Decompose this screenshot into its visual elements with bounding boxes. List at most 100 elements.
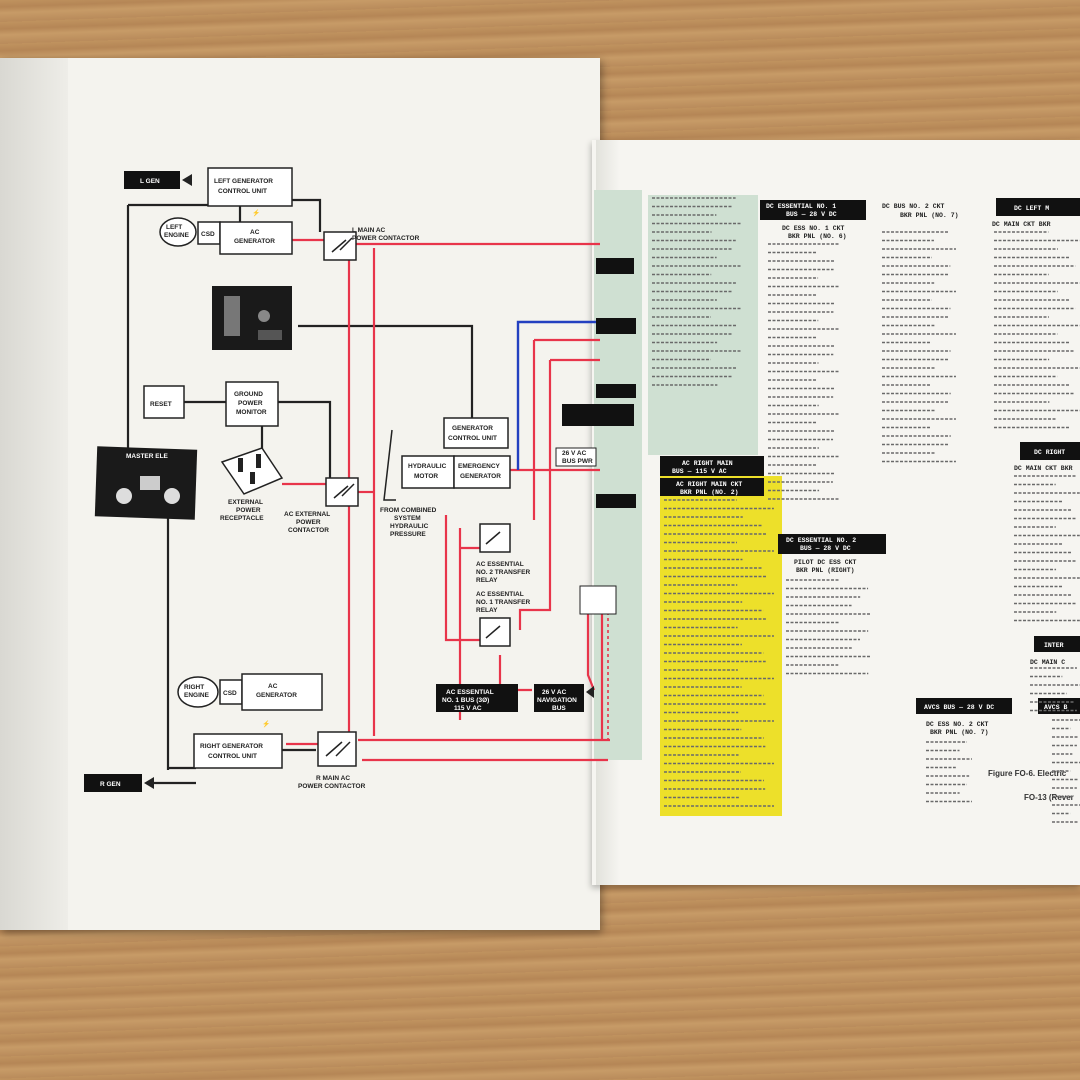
svg-text:26 V AC: 26 V AC [542, 689, 567, 696]
dc-essential-no1-header: DC ESSENTIAL NO. 1 BUS — 28 V DC DC ESS … [760, 200, 866, 240]
svg-text:AC: AC [268, 683, 278, 690]
svg-text:DC ESS NO. 2 CKT: DC ESS NO. 2 CKT [926, 721, 989, 728]
generator-switch-panel [212, 286, 292, 350]
emergency-generator-control-unit: GENERATOR CONTROL UNIT [443, 417, 509, 449]
svg-text:R GEN: R GEN [100, 781, 121, 788]
svg-text:CSD: CSD [223, 690, 237, 697]
svg-text:RECEPTACLE: RECEPTACLE [220, 515, 264, 522]
svg-text:POWER: POWER [238, 400, 263, 407]
svg-text:POWER: POWER [296, 519, 321, 526]
svg-text:R MAIN AC: R MAIN AC [316, 775, 350, 782]
svg-text:GENERATOR: GENERATOR [256, 692, 297, 699]
svg-text:POWER CONTACTOR: POWER CONTACTOR [298, 783, 366, 790]
svg-text:26 V AC: 26 V AC [562, 450, 587, 457]
svg-text:DC ESSENTIAL NO. 2: DC ESSENTIAL NO. 2 [786, 537, 856, 544]
svg-text:POWER CONTACTOR: POWER CONTACTOR [352, 235, 420, 242]
svg-text:DC BUS NO. 2 CKT: DC BUS NO. 2 CKT [882, 203, 945, 210]
svg-text:⚡: ⚡ [252, 209, 260, 217]
right-generator-control-unit: RIGHT GENERATOR CONTROL UNIT [193, 733, 283, 769]
svg-text:NO. 1 TRANSFER: NO. 1 TRANSFER [476, 599, 530, 606]
svg-text:BKR PNL (NO. 7): BKR PNL (NO. 7) [930, 729, 989, 736]
illegible-item-lists [652, 197, 1080, 823]
svg-text:AC ESSENTIAL: AC ESSENTIAL [446, 689, 494, 696]
blue-dc-wire [516, 320, 600, 470]
svg-text:HYDRAULIC: HYDRAULIC [408, 463, 447, 470]
left-generator-control-unit: LEFT GENERATOR CONTROL UNIT ⚡ [207, 167, 293, 217]
svg-text:AVCS BUS — 28 V DC: AVCS BUS — 28 V DC [924, 704, 994, 711]
external-power-receptacle: EXTERNAL POWER RECEPTACLE [220, 447, 284, 522]
ac-essential-no2-transfer-relay: AC ESSENTIAL NO. 2 TRANSFER RELAY [476, 523, 530, 584]
svg-text:DC ESSENTIAL NO. 1: DC ESSENTIAL NO. 1 [766, 203, 836, 210]
svg-text:NAVIGATION: NAVIGATION [537, 697, 577, 704]
svg-text:INTER: INTER [1044, 642, 1064, 649]
l-main-ac-power-contactor: L MAIN AC POWER CONTACTOR [323, 227, 420, 261]
svg-text:MASTER ELE: MASTER ELE [126, 453, 169, 460]
svg-text:⚡: ⚡ [262, 720, 270, 728]
dc-essential-no2-header: DC ESSENTIAL NO. 2 BUS — 28 V DC PILOT D… [778, 534, 886, 574]
hydraulic-motor-emergency-generator: HYDRAULIC MOTOR EMERGENCY GENERATOR FROM… [380, 429, 511, 538]
svg-text:LEFT: LEFT [166, 224, 182, 231]
svg-text:L MAIN AC: L MAIN AC [352, 227, 386, 234]
figure-caption: Figure FO-6. Electric [988, 769, 1067, 778]
ac-essential-no1-transfer-relay: AC ESSENTIAL NO. 1 TRANSFER RELAY [476, 591, 530, 647]
dc-right-main-header: DC RIGHT DC MAIN CKT BKR [1014, 442, 1080, 472]
svg-text:BUS PWR: BUS PWR [562, 458, 593, 465]
svg-text:L GEN: L GEN [140, 178, 160, 185]
yellow-column [660, 476, 782, 816]
svg-text:AC ESSENTIAL: AC ESSENTIAL [476, 591, 524, 598]
ground-power-monitor: GROUND POWER MONITOR [225, 381, 279, 427]
svg-text:RESET: RESET [150, 401, 172, 408]
svg-text:DC RIGHT: DC RIGHT [1034, 449, 1065, 456]
page-number: FO-13 (Rever [1024, 793, 1074, 802]
dc-bus-no2-header: DC BUS NO. 2 CKT BKR PNL (NO. 7) [882, 203, 959, 219]
svg-text:DC ESS NO. 1 CKT: DC ESS NO. 1 CKT [782, 225, 845, 232]
dc-left-main-header: DC LEFT M DC MAIN CKT BKR [992, 198, 1080, 228]
r-main-ac-power-contactor: R MAIN AC POWER CONTACTOR [298, 731, 366, 790]
svg-text:ENGINE: ENGINE [164, 232, 190, 239]
svg-text:EMERGENCY: EMERGENCY [458, 463, 501, 470]
26v-bus-pwr: 26 V AC BUS PWR [555, 447, 597, 467]
svg-text:RELAY: RELAY [476, 607, 498, 614]
svg-text:CSD: CSD [201, 231, 215, 238]
edge-bus-labels [562, 258, 636, 615]
r-gen-label: R GEN [84, 774, 154, 792]
svg-text:BUS — 28 V DC: BUS — 28 V DC [800, 545, 851, 552]
svg-text:RIGHT GENERATOR: RIGHT GENERATOR [200, 743, 263, 750]
svg-text:DC MAIN CKT BKR: DC MAIN CKT BKR [992, 221, 1051, 228]
svg-text:GENERATOR: GENERATOR [460, 473, 501, 480]
ac-right-main-bus-header: AC RIGHT MAIN BUS — 115 V AC AC RIGHT MA… [660, 456, 764, 496]
svg-text:BKR PNL (RIGHT): BKR PNL (RIGHT) [796, 567, 855, 574]
svg-text:CONTACTOR: CONTACTOR [288, 527, 329, 534]
svg-text:AC RIGHT MAIN CKT: AC RIGHT MAIN CKT [676, 481, 742, 488]
svg-text:RIGHT: RIGHT [184, 684, 204, 691]
svg-text:LEFT GENERATOR: LEFT GENERATOR [214, 178, 273, 185]
svg-text:HYDRAULIC: HYDRAULIC [390, 523, 429, 530]
svg-text:RELAY: RELAY [476, 577, 498, 584]
svg-text:EXTERNAL: EXTERNAL [228, 499, 263, 506]
reset-box[interactable]: RESET [143, 385, 185, 419]
svg-text:BUS — 115 V AC: BUS — 115 V AC [672, 468, 727, 475]
right-engine-generator: RIGHT ENGINE CSD AC GENERATOR ⚡ [177, 673, 323, 728]
ac-external-power-contactor: AC EXTERNAL POWER CONTACTOR [284, 477, 359, 534]
l-gen-label: L GEN [124, 171, 192, 189]
svg-text:NO. 1 BUS (3Ø): NO. 1 BUS (3Ø) [442, 697, 489, 704]
svg-text:BUS — 28 V DC: BUS — 28 V DC [786, 211, 837, 218]
svg-text:PRESSURE: PRESSURE [390, 531, 426, 538]
avcs-bus-header: AVCS BUS — 28 V DC DC ESS NO. 2 CKT BKR … [916, 698, 1012, 736]
svg-text:CONTROL UNIT: CONTROL UNIT [448, 435, 497, 442]
svg-text:BKR PNL (NO. 6): BKR PNL (NO. 6) [788, 233, 847, 240]
ac-essential-no1-bus: AC ESSENTIAL NO. 1 BUS (3Ø) 115 V AC [436, 684, 518, 712]
svg-text:AC ESSENTIAL: AC ESSENTIAL [476, 561, 524, 568]
svg-text:NO. 2 TRANSFER: NO. 2 TRANSFER [476, 569, 530, 576]
svg-text:MOTOR: MOTOR [414, 473, 438, 480]
26v-ac-navigation-bus: 26 V AC NAVIGATION BUS [534, 684, 594, 712]
svg-text:DC MAIN C: DC MAIN C [1030, 659, 1065, 666]
svg-text:BKR PNL (NO. 2): BKR PNL (NO. 2) [680, 489, 739, 496]
svg-text:BKR PNL (NO. 7): BKR PNL (NO. 7) [900, 212, 959, 219]
svg-text:AC EXTERNAL: AC EXTERNAL [284, 511, 330, 518]
svg-text:SYSTEM: SYSTEM [394, 515, 421, 522]
svg-text:CONTROL UNIT: CONTROL UNIT [218, 188, 267, 195]
svg-text:PILOT DC ESS CKT: PILOT DC ESS CKT [794, 559, 857, 566]
svg-text:POWER: POWER [236, 507, 261, 514]
